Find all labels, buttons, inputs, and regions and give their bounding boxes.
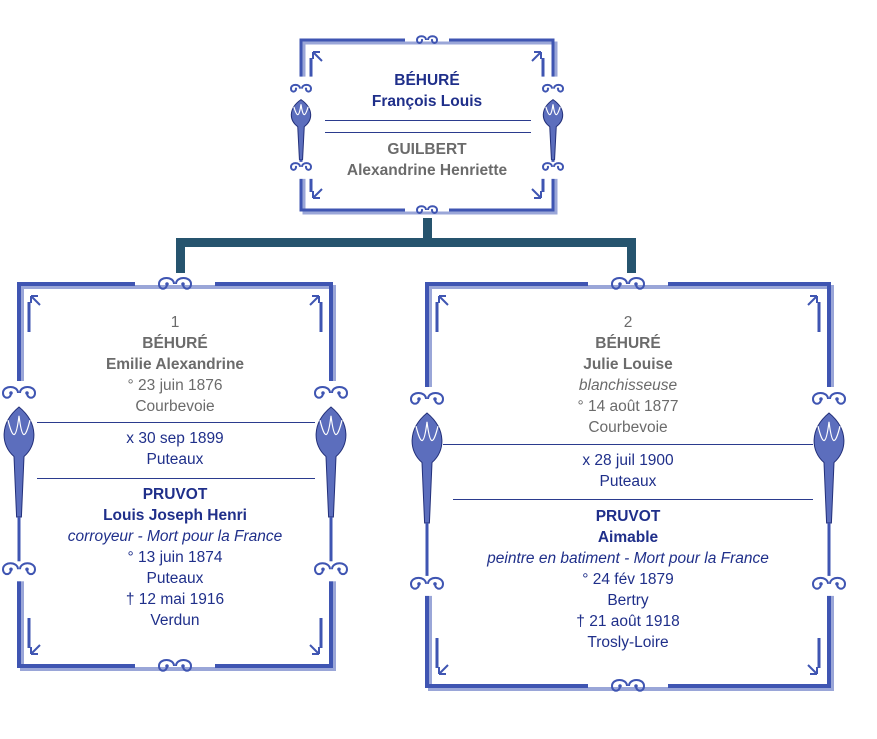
wife-surname: GUILBERT [387,141,467,158]
child-occupation: blanchisseuse [578,377,678,394]
tree-connector-right [627,238,636,273]
child-surname: BÉHURÉ [595,335,661,352]
spouse-occupation: corroyeur - Mort pour la France [67,528,283,545]
ornamental-frame [403,277,853,692]
spouse-birth-place: Puteaux [146,570,204,587]
ornamental-frame [0,277,355,672]
child-birth-place: Courbevoie [135,398,215,415]
child-number: 1 [170,314,180,331]
spouse-death-place: Verdun [150,612,200,629]
marriage-date: x 28 juil 1900 [582,452,674,469]
child-birth-date: ° 14 août 1877 [577,398,679,415]
spouse-birth-date: ° 24 fév 1879 [582,571,674,588]
child-number: 2 [623,314,633,331]
spouse-surname: PRUVOT [142,486,208,503]
spouse-death-date: † 12 mai 1916 [125,591,225,608]
tree-connector-left [176,238,185,273]
root-couple-box[interactable]: BÉHURÉ François Louis GUILBERT Alexandri… [286,34,568,216]
spouse-birth-place: Bertry [607,592,649,609]
child-box-1[interactable]: 1 BÉHURÉ Emilie Alexandrine ° 23 juin 18… [0,270,355,680]
child-birth-place: Courbevoie [588,419,668,436]
marriage-place: Puteaux [599,473,657,490]
child-given-names: Emilie Alexandrine [105,356,245,373]
marriage-date: x 30 sep 1899 [126,430,224,447]
child-birth-date: ° 23 juin 1876 [127,377,223,394]
spouse-given-names: Louis Joseph Henri [103,507,247,524]
wife-given-names: Alexandrine Henriette [346,162,508,179]
spouse-given-names: Aimable [597,529,659,546]
spouse-occupation: peintre en batiment - Mort pour la Franc… [487,550,769,567]
husband-given-names: François Louis [371,93,483,110]
spouse-death-date: † 21 août 1918 [576,613,680,630]
child-surname: BÉHURÉ [142,335,208,352]
spouse-surname: PRUVOT [595,508,661,525]
marriage-place: Puteaux [146,451,204,468]
spouse-death-place: Trosly-Loire [587,634,669,651]
child-given-names: Julie Louise [583,356,673,373]
spouse-birth-date: ° 13 juin 1874 [127,549,223,566]
child-box-2[interactable]: 2 BÉHURÉ Julie Louise blanchisseuse ° 14… [403,270,853,700]
husband-surname: BÉHURÉ [394,72,460,89]
tree-connector-stem [423,218,432,244]
ornamental-frame [286,35,568,215]
tree-connector-bar [176,238,636,247]
